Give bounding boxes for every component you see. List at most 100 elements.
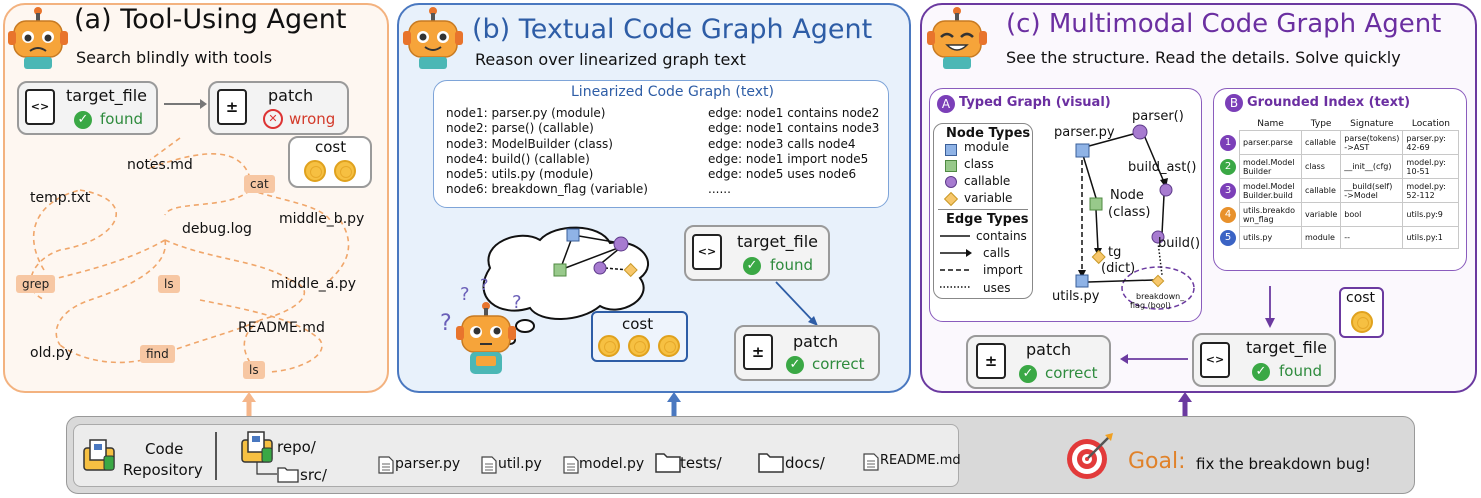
folder-icon (277, 467, 299, 483)
file-debug-log: debug.log (182, 221, 252, 237)
target-file-label: target_file (1246, 338, 1328, 357)
grounded-index-title: Grounded Index (text) (1247, 95, 1411, 110)
cell-signature: __build(self) ->Model (1340, 178, 1404, 203)
tool-cat: cat (244, 175, 275, 193)
repo-root-icon (241, 431, 273, 463)
node-line: node6: breakdown_flag (variable) (446, 182, 648, 197)
node-line: node3: ModelBuilder (class) (446, 136, 613, 151)
cell-signature: __init__(cfg) (1340, 154, 1404, 179)
cost-label: cost (1346, 290, 1376, 306)
edge-list: edge: node1 contains node2 edge: node1 c… (708, 106, 879, 198)
repository-icon (83, 439, 115, 471)
node-line: node2: parse() (callable) (446, 121, 594, 136)
col-signature: Signature (1350, 119, 1394, 129)
checkmark-icon: ✓ (1019, 365, 1037, 383)
patch-status: correct (812, 355, 865, 373)
edge-line: edge: node3 calls node4 (708, 136, 856, 151)
coin-icon (598, 335, 620, 357)
cell-name: model.Model Builder.build (1239, 178, 1302, 203)
x-circle-icon: ✕ (263, 109, 283, 129)
target-status: found (770, 256, 813, 274)
legend-calls: calls (983, 246, 1010, 260)
file-old-py: old.py (30, 345, 73, 361)
graph-parser-fn: parser() (1132, 109, 1184, 124)
file-temp-txt: temp.txt (30, 190, 91, 206)
legend-callable: callable (964, 174, 1011, 188)
node-line: node1: parser.py (module) (446, 106, 606, 120)
patch-status: correct (1045, 364, 1098, 382)
legend-contains: contains (976, 229, 1027, 243)
graph-tg-1: tg (1108, 245, 1122, 260)
cell-type: callable (1300, 130, 1342, 155)
row-number: 5 (1220, 229, 1236, 246)
panel-b-title: (b) Textual Code Graph Agent (472, 14, 873, 45)
document-icon (563, 456, 579, 474)
panel-c-title: (c) Multimodal Code Graph Agent (1006, 9, 1442, 39)
row-number: 4 (1220, 206, 1236, 223)
linearized-graph-title: Linearized Code Graph (text) (571, 84, 774, 100)
repo-label-2: Repository (123, 461, 203, 479)
patch-file-icon: ± (976, 343, 1006, 379)
coin-icon (628, 335, 650, 357)
patch-label: patch (268, 86, 314, 105)
document-icon (378, 456, 394, 474)
legend-module: module (964, 140, 1009, 154)
file-readme-md: README.md (238, 320, 325, 336)
col-name: Name (1257, 119, 1284, 129)
row-number: 3 (1220, 182, 1236, 199)
checkmark-icon: ✓ (1252, 363, 1270, 381)
cost-label: cost (622, 315, 654, 333)
graph-build-ast: build_ast() (1128, 160, 1197, 175)
tree-branch (256, 462, 277, 475)
robot-thinking-icon (456, 302, 516, 374)
graph-build-fn: build() (1158, 236, 1201, 251)
graph-node-class-1: Node (1110, 188, 1144, 203)
robot-happy-icon (403, 7, 463, 69)
table-row: 4 utils.breakdo wn_flag variable bool ut… (1217, 202, 1460, 227)
legend-import: import (983, 263, 1023, 277)
coin-icon (304, 160, 326, 182)
arrow-to-patch (164, 99, 207, 109)
arrow-to-patch (775, 281, 818, 326)
cell-location: parser.py: 42-69 (1402, 130, 1460, 155)
folder-icon (655, 453, 681, 473)
row-number: 1 (1220, 134, 1236, 151)
legend-uses: uses (983, 281, 1011, 295)
svg-text:?: ? (460, 284, 470, 305)
repo-file-parser-py: parser.py (395, 456, 461, 472)
legend-module-icon (945, 144, 957, 156)
repo-label-1: Code (145, 440, 184, 458)
patch-file-icon: ± (217, 89, 247, 125)
graph-flag-1: breakdown_ (1136, 292, 1185, 301)
svg-text:?: ? (440, 311, 452, 336)
repo-folder-docs: docs/ (785, 454, 825, 472)
target-status: found (1279, 362, 1322, 380)
panel-a-subtitle: Search blindly with tools (76, 48, 273, 67)
table-row: 2 model.Model Builder class __init__(cfg… (1217, 154, 1460, 179)
edge-types-title: Edge Types (946, 212, 1029, 227)
target-icon (1067, 433, 1113, 479)
robot-sad-icon (8, 7, 68, 69)
file-middle-a-py: middle_a.py (271, 276, 357, 292)
cell-location: model.py: 52-112 (1402, 178, 1460, 203)
cell-type: class (1300, 154, 1342, 179)
cell-location: utils.py:9 (1402, 202, 1460, 227)
checkmark-icon: ✓ (786, 356, 804, 374)
typed-graph-title: Typed Graph (visual) (959, 95, 1111, 110)
checkmark-icon: ✓ (743, 257, 761, 275)
cell-signature: parse(tokens) ->AST (1340, 130, 1404, 155)
table-row: 3 model.Model Builder.build callable __b… (1217, 178, 1460, 203)
target-file-label: target_file (66, 86, 148, 105)
legend-callable-icon (945, 176, 957, 188)
badge-a: A (937, 95, 955, 113)
repo-file-util-py: util.py (498, 456, 542, 472)
node-types-title: Node Types (946, 126, 1031, 141)
cell-signature: bool (1340, 202, 1404, 227)
legend-divider (938, 209, 1028, 210)
patch-status: wrong (289, 110, 336, 128)
repo-divider (215, 432, 217, 480)
goal-label: Goal: (1128, 449, 1186, 474)
edge-line: ...... (708, 182, 731, 197)
graph-parser-py: parser.py (1054, 125, 1115, 140)
cost-label: cost (315, 138, 347, 156)
